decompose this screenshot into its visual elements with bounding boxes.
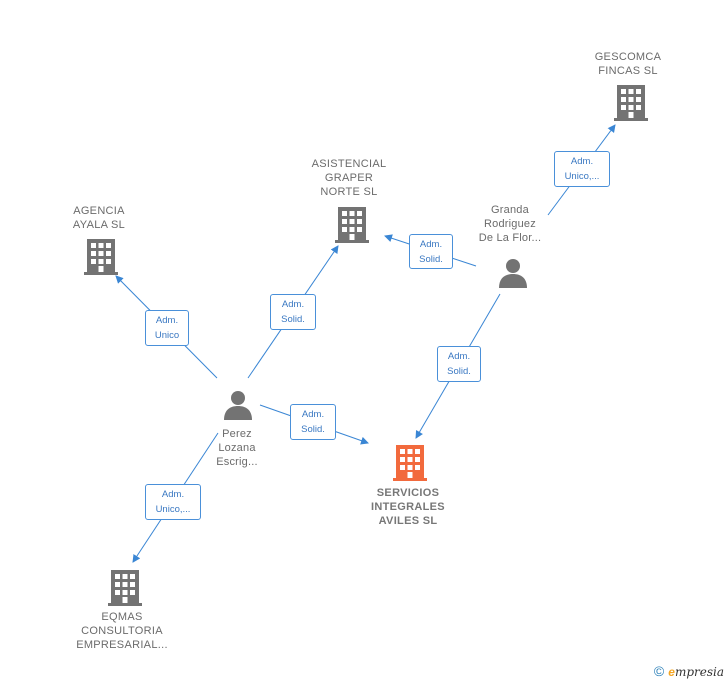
brand-name: mpresia bbox=[674, 665, 724, 679]
node-label-servicios[interactable]: SERVICIOS INTEGRALES AVILES SL bbox=[371, 487, 445, 527]
node-label-eqmas[interactable]: EQMAS CONSULTORIA EMPRESARIAL... bbox=[76, 611, 168, 651]
main-building-icon bbox=[393, 445, 427, 481]
building-icon bbox=[614, 85, 648, 121]
edge-label-perez-agencia[interactable]: Adm. Unico bbox=[145, 310, 189, 346]
copyright-icon: © bbox=[653, 663, 665, 679]
footer-watermark: ©empresia bbox=[654, 663, 724, 679]
person-icon bbox=[224, 391, 252, 420]
edge-label-perez-servicios[interactable]: Adm. Solid. bbox=[290, 404, 336, 440]
building-icon bbox=[84, 239, 118, 275]
person-label-granda[interactable]: Granda Rodriguez De La Flor... bbox=[478, 204, 542, 244]
node-label-gescomca[interactable]: GESCOMCA FINCAS SL bbox=[594, 51, 662, 77]
edge-label-granda-servicios[interactable]: Adm. Solid. bbox=[437, 346, 481, 382]
edge-label-granda-asistencial[interactable]: Adm. Solid. bbox=[409, 234, 453, 269]
node-label-agencia[interactable]: AGENCIA AYALA SL bbox=[72, 205, 126, 231]
person-icon bbox=[499, 259, 527, 288]
edge-label-granda-gescomca[interactable]: Adm. Unico,... bbox=[554, 151, 610, 187]
building-icon bbox=[335, 207, 369, 243]
building-icon bbox=[108, 570, 142, 606]
node-label-asistencial[interactable]: ASISTENCIAL GRAPER NORTE SL bbox=[311, 158, 387, 198]
brand-initial: e bbox=[668, 665, 675, 679]
edge-label-perez-asistencial[interactable]: Adm. Solid. bbox=[270, 294, 316, 330]
edge-label-perez-eqmas[interactable]: Adm. Unico,... bbox=[145, 484, 201, 520]
person-label-perez[interactable]: Perez Lozana Escrig... bbox=[216, 428, 258, 468]
